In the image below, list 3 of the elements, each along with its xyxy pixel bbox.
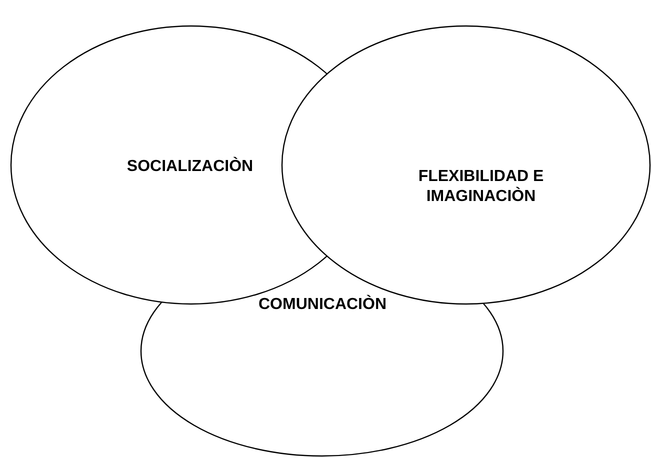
ellipse-label: COMUNICACIÒN [258, 295, 388, 315]
ellipse-label: FLEXIBILIDAD E IMAGINACIÒN [417, 167, 545, 207]
ellipse-label: SOCIALIZACIÒN [126, 157, 254, 177]
